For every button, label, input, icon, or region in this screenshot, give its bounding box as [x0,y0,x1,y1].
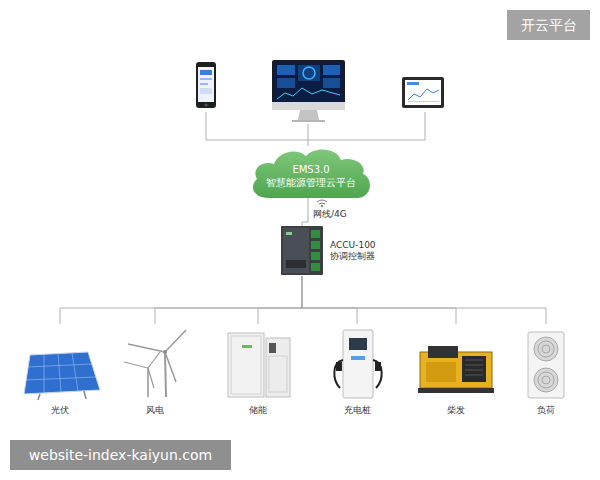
node-title: 负荷 [537,405,555,416]
connector [302,198,308,226]
connector [302,276,357,324]
solar-panel-icon [24,352,100,400]
tablet-icon [402,77,444,108]
device-node: 储能 [216,324,300,418]
watermark-tag: 开云平台 [507,10,590,40]
node-title: ACCU-100 协调控制器 [330,240,382,262]
node-title: 风电 [146,405,164,416]
phone-icon [196,62,216,108]
monitor-icon [272,60,345,122]
connector [155,276,302,324]
generator-icon [418,346,494,393]
controller-device [281,226,323,275]
load-unit-icon [528,332,564,398]
node-title: EMS3.0 [292,163,329,176]
node-title: 柴发 [447,405,465,416]
node-title: 充电桩 [344,405,371,416]
device-node: 充电桩 [315,324,399,418]
connector-line [155,276,302,324]
node-title: 光伏 [51,405,69,416]
storage-cabinet-icon [228,333,290,397]
charging-pile-icon [334,330,381,398]
connector-line [302,276,357,324]
wifi-symbol [317,200,327,207]
watermark-url: website-index-kaiyun.com [10,440,231,470]
wind-turbine-icon [124,330,186,397]
device-node: 光伏 [18,324,102,418]
cloud-node: EMS3.0智慧能源管理云平台 [248,146,374,198]
edge-label: 网线/4G [312,209,348,220]
controller-node: ACCU-100 协调控制器 [280,226,386,276]
device-node: 风电 [113,324,197,418]
connector [60,276,302,324]
node-subtitle: 智慧能源管理云平台 [266,176,356,189]
device-node: 柴发 [414,324,498,418]
connector [302,276,546,324]
connector [302,276,456,324]
connector-line [302,276,546,324]
connector-line [258,276,302,324]
connector-line [60,276,302,324]
connector-line [302,276,456,324]
connector-line [302,198,308,226]
device-node: 负荷 [504,324,588,418]
node-title: 储能 [249,405,267,416]
connector [258,276,302,324]
